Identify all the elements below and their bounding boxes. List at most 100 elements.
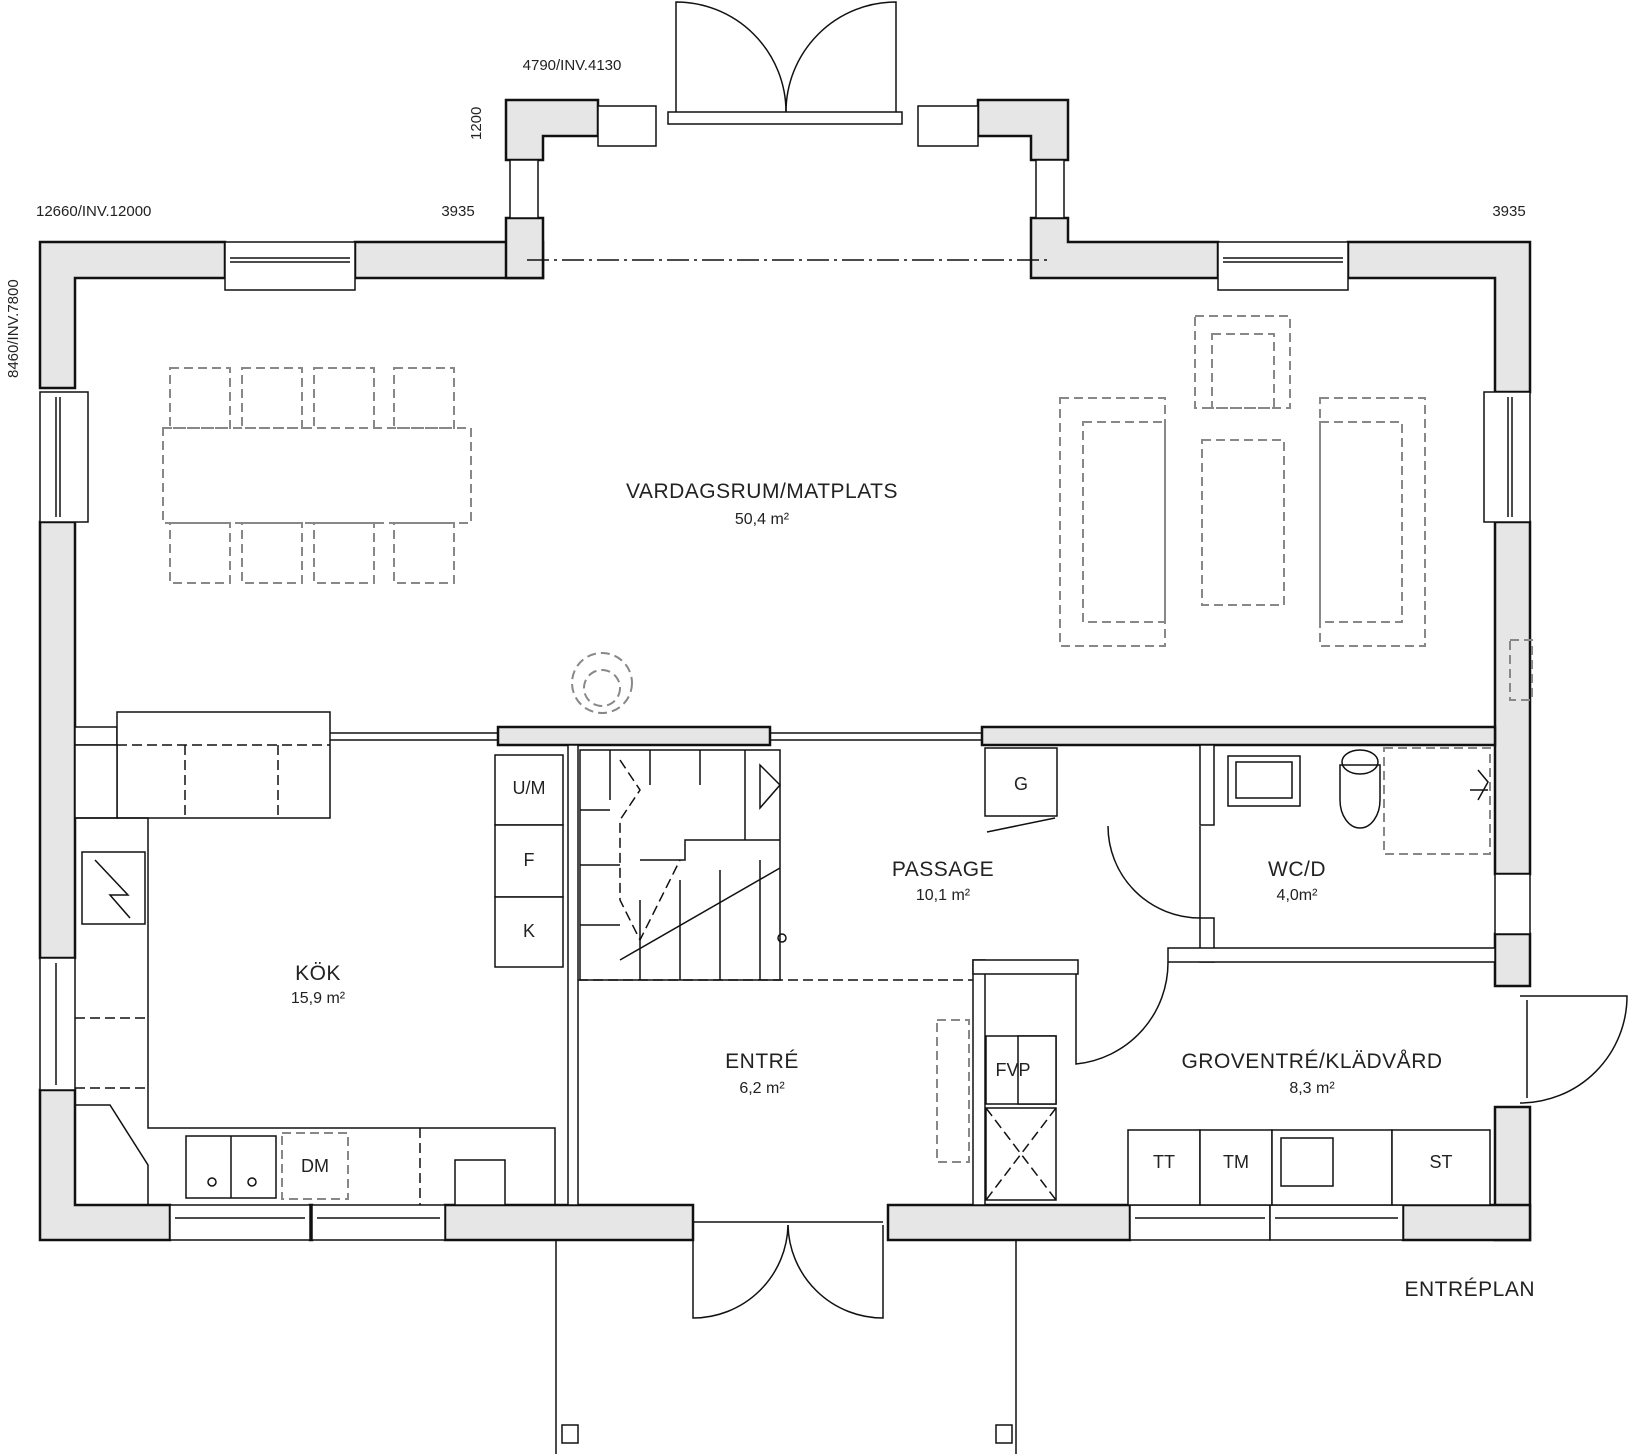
wall-wc-bottom	[1167, 947, 1496, 963]
label-k: K	[523, 921, 535, 941]
dining-furniture	[162, 367, 472, 584]
room-name: WC/D	[1268, 858, 1326, 881]
kitchen-island	[116, 711, 331, 819]
wall-groventre-top	[972, 959, 1079, 975]
porch-post-right	[995, 1424, 1013, 1444]
armchair	[1194, 315, 1291, 409]
door-top-threshold	[667, 111, 903, 125]
dim-overall-depth: 8460/INV.7800	[5, 279, 22, 378]
dimension-labels: 4790/INV.4130 1200 12660/INV.12000 3935 …	[5, 57, 1535, 1301]
window-left-bottom	[39, 957, 76, 1091]
window-right-wc	[1494, 873, 1531, 935]
sofa-right	[1319, 397, 1426, 647]
counter-st	[1391, 1129, 1491, 1206]
label-dm: DM	[301, 1156, 329, 1176]
dining-chair	[393, 367, 455, 429]
toilet-bowl	[1339, 764, 1381, 829]
utility-sink	[1280, 1137, 1334, 1187]
porch-post-left	[561, 1424, 579, 1444]
room-name: VARDAGSRUM/MATPLATS	[626, 480, 898, 503]
wall-top-right	[1346, 240, 1532, 394]
dining-chair	[241, 522, 303, 584]
window-bay-top-right	[917, 105, 979, 147]
room-name: GROVENTRÉ/KLÄDVÅRD	[1181, 1050, 1442, 1073]
dining-table	[162, 427, 472, 524]
wall-bottom-3	[886, 1203, 1132, 1242]
sofa-right-seat	[1319, 421, 1403, 623]
kitchen-counter-left	[74, 744, 118, 819]
fvp-inner	[1017, 1035, 1057, 1105]
dim-top-bay-width: 4790/INV.4130	[523, 57, 622, 74]
exterior-walls	[38, 98, 1532, 1242]
windows	[39, 105, 1531, 1241]
room-labels: VARDAGSRUM/MATPLATS 50,4 m² KÖK 15,9 m² …	[291, 480, 1442, 1097]
room-name: ENTRÉ	[725, 1050, 799, 1073]
window-right-top	[1483, 391, 1531, 523]
wall-stair-left	[567, 744, 579, 1206]
dim-overall-width: 12660/INV.12000	[36, 203, 151, 220]
dim-right-offset: 3935	[1492, 203, 1525, 220]
room-name: PASSAGE	[892, 858, 994, 881]
side-table	[1509, 639, 1533, 701]
window-top-left	[224, 241, 356, 291]
dim-bay-depth: 1200	[468, 107, 485, 140]
room-area: 6,2 m²	[739, 1080, 785, 1097]
label-f: F	[524, 850, 535, 870]
passage-fixtures	[984, 747, 1491, 855]
dining-chair	[313, 367, 375, 429]
window-bottom-grov-2	[1269, 1204, 1404, 1241]
window-bay-right	[1035, 159, 1065, 219]
toilet-tank	[1341, 749, 1379, 775]
door-groventre	[1075, 961, 1169, 1065]
wall-right-lower	[1493, 932, 1532, 988]
window-top-right	[1217, 241, 1349, 291]
door-side-exterior	[1519, 995, 1628, 1104]
label-fvp: FVP	[995, 1060, 1030, 1080]
groventre-fixtures	[936, 1019, 1491, 1206]
armchair-seat	[1211, 333, 1275, 409]
wall-right-mid	[1493, 520, 1532, 876]
wall-bay-right	[976, 98, 1070, 162]
cabinet-k	[494, 896, 564, 968]
porch	[555, 1240, 1017, 1454]
label-st: ST	[1429, 1152, 1452, 1172]
hall-bench	[936, 1019, 970, 1163]
wall-left-mid	[38, 520, 77, 960]
shower-icon	[1470, 769, 1489, 801]
wall-left-bottom	[38, 1088, 172, 1242]
label-tt: TT	[1153, 1152, 1175, 1172]
cooktop-symbol	[94, 859, 131, 919]
label-tm: TM	[1223, 1152, 1249, 1172]
dining-chair	[169, 522, 231, 584]
window-bottom-kitchen-2	[311, 1204, 446, 1241]
dining-chair	[169, 367, 231, 429]
cooktop	[81, 851, 146, 925]
hall-cabinets	[494, 754, 564, 968]
label-um: U/M	[513, 778, 546, 798]
door-top-left-leaf	[675, 1, 787, 113]
room-name: KÖK	[295, 962, 341, 985]
door-entrance-right-leaf	[787, 1224, 884, 1319]
wall-bottom-2	[443, 1203, 695, 1242]
dining-chair	[313, 522, 375, 584]
room-area: 50,4 m²	[735, 511, 790, 528]
dining-chair	[241, 367, 303, 429]
room-area: 8,3 m²	[1289, 1080, 1335, 1097]
wall-top-left	[38, 240, 227, 390]
plan-title: ENTRÉPLAN	[1404, 1278, 1535, 1301]
door-entrance-left-leaf	[692, 1224, 789, 1319]
dishwasher	[281, 1132, 349, 1200]
kitchen-cabinet	[454, 1159, 506, 1206]
fixture-labels: U/M F K G DM FVP TT TM ST	[301, 774, 1453, 1176]
window-bottom-kitchen-1	[169, 1204, 311, 1241]
shower-area	[1383, 747, 1491, 855]
window-bay-top-left	[597, 105, 657, 147]
door-top-right-leaf	[785, 1, 897, 113]
dining-chair	[393, 522, 455, 584]
lamp	[571, 652, 633, 714]
room-area: 10,1 m²	[916, 887, 971, 904]
wall-bay-left-lower	[504, 216, 545, 280]
dim-left-offset: 3935	[441, 203, 474, 220]
wall-kitchen-top	[74, 726, 118, 746]
wall-bay-left	[504, 98, 600, 162]
